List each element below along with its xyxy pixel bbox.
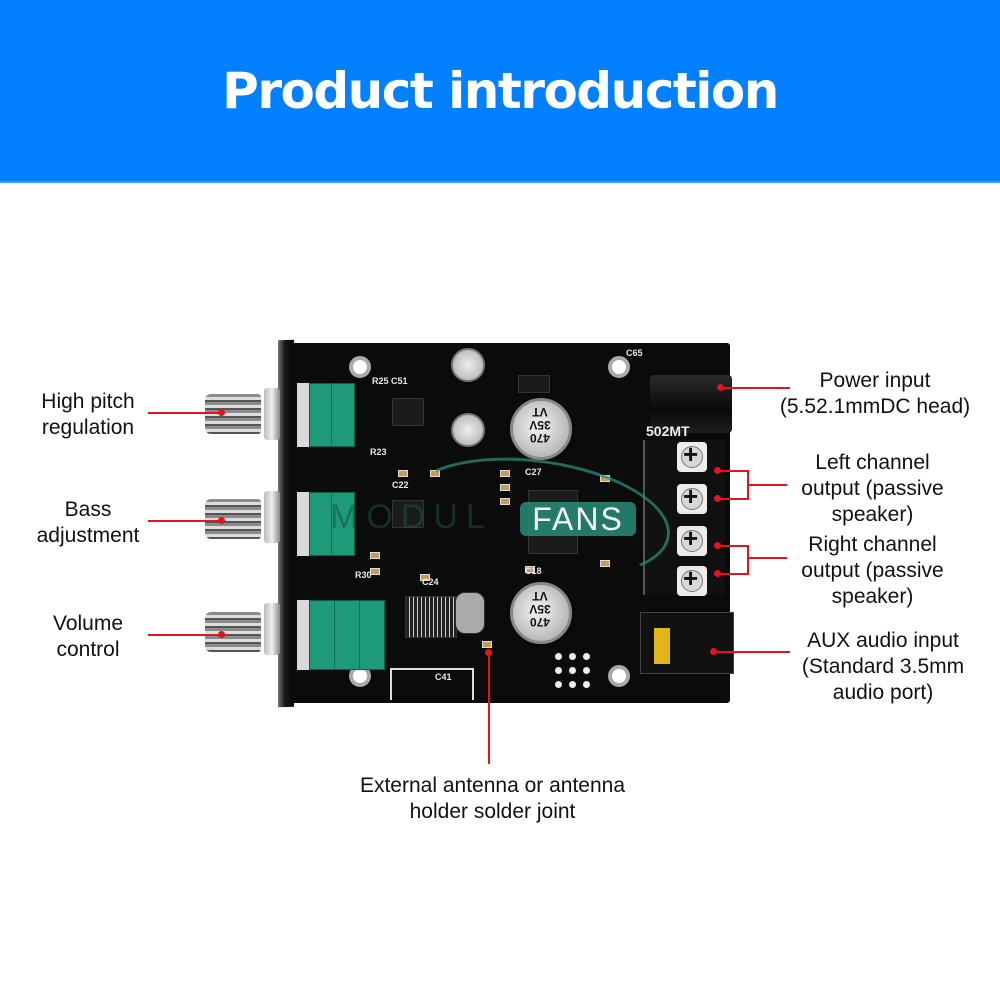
terminal-screw-right-negative[interactable] (677, 563, 707, 596)
smd-component (370, 552, 380, 559)
silkscreen-label: C24 (422, 577, 439, 587)
callout-right-channel: Right channel output (passive speaker) (780, 532, 965, 610)
mounting-hole (349, 356, 371, 378)
bass-nut (264, 491, 280, 543)
callout-text: Power input (819, 369, 931, 392)
smd-component (500, 498, 510, 505)
silkscreen-label: C18 (525, 566, 542, 576)
aux-jack-contact (654, 628, 670, 664)
callout-text: regulation (41, 416, 135, 439)
callout-text: (Standard 3.5mm (801, 655, 965, 678)
mounting-hole (608, 356, 630, 378)
callout-text: audio port) (832, 681, 934, 704)
callout-line-right-channel (717, 545, 747, 547)
treble-nut (264, 388, 280, 440)
silkscreen-label: C41 (435, 672, 452, 682)
watermark-prefix: MODUL (330, 498, 493, 536)
callout-line-antenna (488, 652, 490, 764)
callout-bass: Bass adjustment (18, 497, 158, 549)
callout-antenna: External antenna or antenna holder solde… (310, 773, 675, 825)
callout-text: control (56, 638, 120, 661)
callout-power: Power input (5.52.1mmDC head) (760, 368, 990, 420)
callout-text: speaker) (831, 585, 914, 608)
capacitor (451, 413, 485, 447)
bass-knob[interactable] (205, 499, 261, 539)
terminal-screw-left-negative[interactable] (677, 481, 707, 514)
smd-component (430, 470, 440, 477)
callout-text: output (passive (801, 477, 944, 500)
volume-knob[interactable] (205, 612, 261, 652)
bluetooth-chip (405, 596, 457, 638)
op-amp-chip (392, 398, 424, 426)
smd-component (525, 566, 535, 573)
silkscreen-label: C65 (626, 348, 643, 358)
callout-line-treble (148, 412, 222, 414)
smd-component (500, 484, 510, 491)
callout-text: adjustment (36, 524, 140, 547)
silkscreen-label: R23 (370, 447, 387, 457)
silkscreen-label: R30 (355, 570, 372, 580)
callout-line-right-channel (747, 545, 749, 575)
smd-component (500, 470, 510, 477)
header-banner: Product introduction (0, 0, 1000, 183)
volume-potentiometer (297, 600, 385, 670)
callout-text: holder solder joint (409, 800, 576, 823)
smd-component (482, 641, 492, 648)
callout-text: Volume (52, 612, 124, 635)
callout-aux: AUX audio input (Standard 3.5mm audio po… (778, 628, 988, 706)
crystal (455, 592, 485, 634)
terminal-screw-left-positive[interactable] (677, 439, 707, 472)
watermark-brand: FANS (520, 502, 636, 536)
smd-component (398, 470, 408, 477)
callout-text: speaker) (831, 503, 914, 526)
capacitor (510, 582, 572, 644)
callout-line-left-channel (717, 470, 747, 472)
silkscreen-label: R25 C51 (372, 376, 408, 386)
callout-dot (218, 517, 225, 524)
smd-component (600, 560, 610, 567)
callout-line-volume (148, 634, 222, 636)
capacitor (451, 348, 485, 382)
callout-text: High pitch (41, 390, 135, 413)
callout-treble: High pitch regulation (18, 389, 158, 441)
callout-line-power (720, 387, 790, 389)
callout-volume: Volume control (18, 611, 158, 663)
smd-component (420, 574, 430, 581)
capacitor (510, 398, 572, 460)
callout-line-right-channel (717, 573, 747, 575)
smd-component (370, 568, 380, 575)
callout-dot (218, 409, 225, 416)
callout-text: AUX audio input (807, 629, 959, 652)
callout-dot (218, 631, 225, 638)
page-title: Product introduction (222, 62, 779, 120)
callout-text: (5.52.1mmDC head) (779, 395, 971, 418)
callout-line-aux (713, 651, 790, 653)
diode (518, 375, 550, 393)
bass-potentiometer (297, 492, 355, 556)
terminal-screw-right-positive[interactable] (677, 523, 707, 556)
treble-knob[interactable] (205, 394, 261, 434)
silkscreen-label: C27 (525, 467, 542, 477)
callout-line-left-channel (717, 498, 747, 500)
treble-potentiometer (297, 383, 355, 447)
callout-text: Left channel (815, 451, 930, 474)
callout-text: External antenna or antenna (359, 774, 626, 797)
board-model-label: 502MT (646, 423, 690, 439)
callout-text: Bass (64, 498, 112, 521)
volume-nut (264, 603, 280, 655)
op-amp-chip (392, 500, 424, 528)
callout-text: output (passive (801, 559, 944, 582)
callout-line-bass (148, 520, 222, 522)
mounting-hole (608, 665, 630, 687)
silkscreen-label: C22 (392, 480, 409, 490)
smd-component (600, 475, 610, 482)
callout-line-left-channel (747, 484, 787, 486)
callout-line-right-channel (747, 557, 787, 559)
callout-left-channel: Left channel output (passive speaker) (780, 450, 965, 528)
callout-text: Right channel (808, 533, 937, 556)
programming-pads (555, 653, 595, 693)
pcb-antenna (390, 668, 474, 700)
